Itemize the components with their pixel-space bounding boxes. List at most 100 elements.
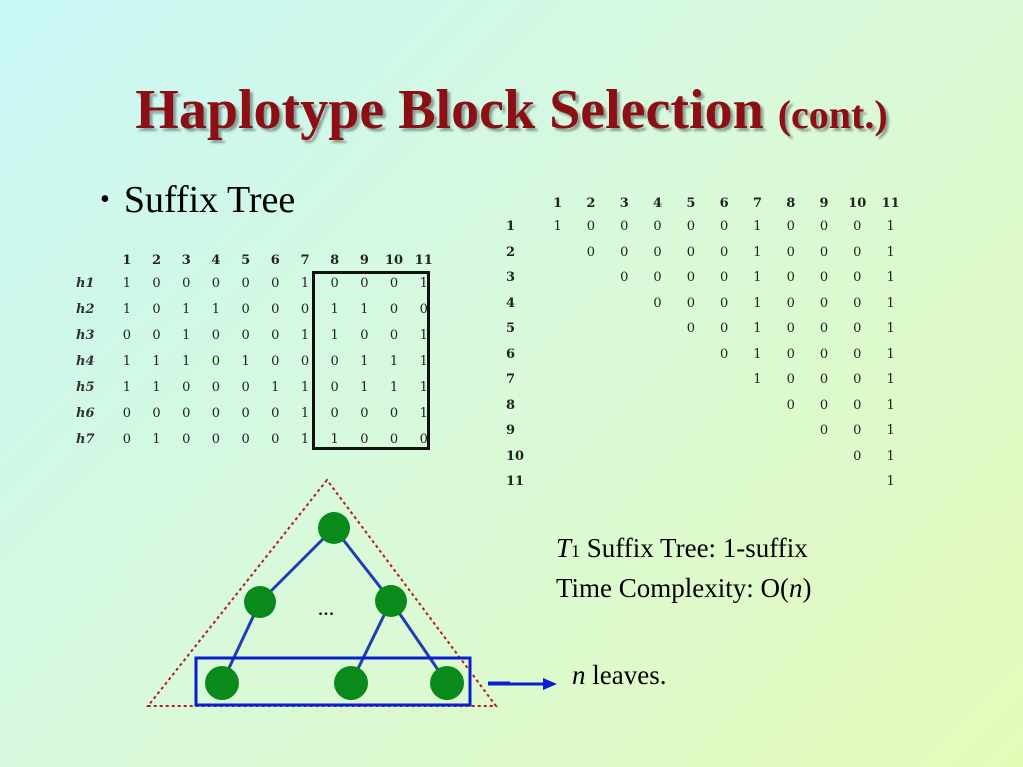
table-cell: 0 [330,379,339,395]
table-cell: 0 [686,270,695,286]
table-cell: 0 [419,301,428,317]
slide-title: Haplotype Block Selection (cont.) [0,78,1023,142]
table-cell: 1 [152,431,161,447]
table-cell [641,393,674,419]
table-cell: 0 [719,270,729,286]
table-cell: 0 [853,372,862,388]
table-cell [541,393,574,419]
table-cell: 0 [786,270,795,286]
table-cell: 0 [241,327,250,343]
row-label: h2 [76,301,95,317]
row-label: 7 [506,372,516,388]
table-cell: 1 [152,353,161,369]
table-cell: 0 [360,431,369,447]
arrow-right-icon [488,678,557,690]
table-cell: 0 [271,431,280,447]
table-cell [541,342,574,368]
table-cell: 0 [586,244,596,260]
table-cell: 0 [853,321,862,337]
column-header: 6 [270,252,280,268]
leaves-label: n leaves. [572,660,666,691]
table-cell: 0 [686,219,695,235]
suffix-tree-diagram: ... [145,478,510,707]
table-cell: 0 [389,301,399,317]
table-cell [541,469,574,495]
column-header: 7 [300,252,310,268]
tree-ellipsis: ... [318,595,335,620]
info-line2-pre: Time Complexity: O( [556,573,790,603]
info-line2-n: n [789,573,803,603]
column-header: 3 [619,195,629,211]
leaves-box [194,656,472,707]
corner-cell [500,192,541,214]
table-cell: 1 [886,423,895,439]
table-cell [541,240,574,266]
table-cell: 1 [419,353,428,369]
table-cell: 0 [786,372,795,388]
row-label: h3 [76,327,95,343]
table-cell: 0 [819,372,829,388]
table-cell [608,291,641,317]
table-cell: 1 [886,448,895,464]
table-cell: 0 [389,275,399,291]
leaves-n: n [572,660,586,690]
table-cell: 0 [182,275,191,291]
table-cell [674,393,707,419]
table-cell [541,418,574,444]
row-label: h5 [76,379,95,395]
table-cell: 0 [360,275,369,291]
table-cell: 1 [753,295,762,311]
table-cell: 1 [330,431,339,447]
tree-nodes [205,512,464,700]
table-cell [608,342,641,368]
table-cell [674,469,707,495]
table-cell: 0 [586,219,596,235]
column-header: 2 [152,252,162,268]
table-cell: 1 [360,301,369,317]
table-cell: 0 [853,423,862,439]
column-header: 4 [653,195,663,211]
table-cell: 0 [211,327,221,343]
table-cell [774,418,807,444]
table-cell [807,444,840,470]
table-cell: 1 [753,372,762,388]
table-cell: 0 [211,275,221,291]
table-cell: 0 [853,219,862,235]
table-cell: 0 [819,346,829,362]
column-header: 5 [241,252,251,268]
table-cell: 0 [719,346,729,362]
table-cell: 0 [620,219,629,235]
table-cell: 1 [182,327,191,343]
table-cell [674,367,707,393]
column-header: 11 [414,252,433,268]
suffix-tree-info: T1 Suffix Tree: 1-suffix Time Complexity… [556,530,812,607]
table-cell: 1 [122,353,131,369]
table-cell [641,316,674,342]
table-cell: 0 [819,270,829,286]
table-cell [674,342,707,368]
table-cell: 0 [620,270,629,286]
table-cell [741,444,774,470]
table-cell: 0 [241,301,250,317]
table-cell: 1 [753,346,762,362]
table-cell: 0 [686,321,695,337]
table-cell: 1 [360,353,369,369]
table-cell: 0 [152,405,161,421]
table-cell: 1 [182,353,191,369]
table-cell: 0 [786,321,795,337]
table-cell: 0 [271,301,280,317]
tree-leaf-node [334,666,368,700]
table-cell: 1 [389,353,399,369]
tree-edge [258,526,336,604]
table-cell: 0 [330,353,339,369]
tree-leaf-node [430,666,464,700]
table-cell: 0 [241,275,250,291]
table-cell: 1 [330,327,339,343]
row-label: 11 [506,474,525,490]
column-header: 10 [848,195,867,211]
table-cell [741,469,774,495]
